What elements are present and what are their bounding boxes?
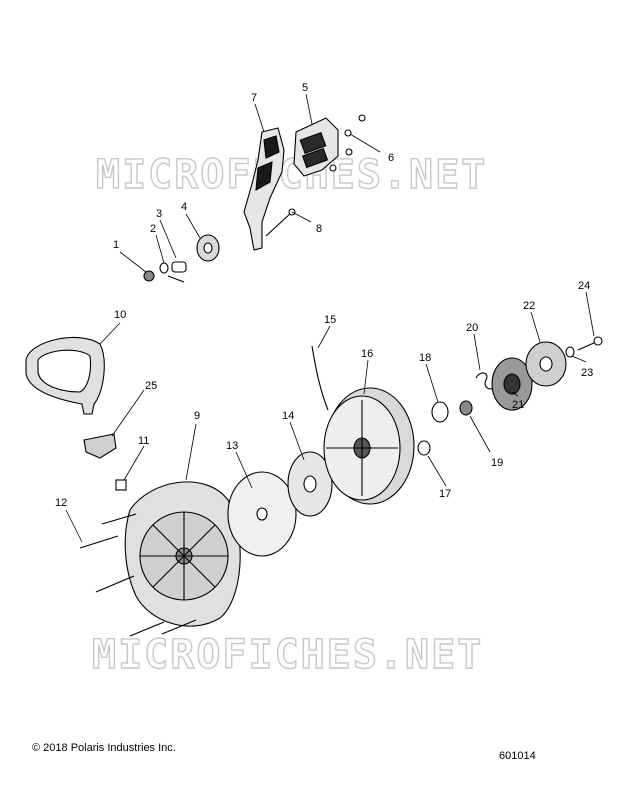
spring-14 bbox=[287, 451, 333, 517]
pin-8 bbox=[265, 208, 296, 237]
callout-15: 15 bbox=[324, 314, 336, 326]
leader-lines bbox=[65, 93, 595, 543]
bushing-11 bbox=[115, 479, 127, 491]
clip-17 bbox=[417, 440, 431, 456]
figure-number: 601014 bbox=[499, 750, 536, 762]
insert-25 bbox=[83, 433, 117, 459]
washer-23 bbox=[565, 346, 575, 358]
washer-18 bbox=[431, 401, 449, 423]
watermark-top: MICROFICHES.NET bbox=[96, 152, 487, 198]
callout-20: 20 bbox=[466, 322, 478, 334]
reel-16 bbox=[323, 387, 415, 505]
callout-1: 1 bbox=[113, 239, 119, 251]
bolts-6 bbox=[329, 114, 366, 172]
pulley-4 bbox=[196, 234, 220, 262]
rope-15 bbox=[311, 345, 329, 411]
washer-2 bbox=[159, 262, 169, 274]
handle-10 bbox=[25, 336, 105, 415]
ratchet-21 bbox=[491, 357, 533, 411]
cap-22 bbox=[525, 341, 567, 387]
disc-13 bbox=[227, 471, 297, 557]
callout-25: 25 bbox=[145, 380, 157, 392]
nut-1 bbox=[143, 270, 155, 282]
callout-18: 18 bbox=[419, 352, 431, 364]
bolts-12 bbox=[79, 513, 197, 637]
callout-17: 17 bbox=[439, 488, 451, 500]
callout-24: 24 bbox=[578, 280, 590, 292]
callout-3: 3 bbox=[156, 208, 162, 220]
callout-7: 7 bbox=[251, 92, 257, 104]
callout-13: 13 bbox=[226, 440, 238, 452]
cotter-pin bbox=[167, 275, 185, 283]
callout-6: 6 bbox=[388, 152, 394, 164]
callout-9: 9 bbox=[194, 410, 200, 422]
bolt-24 bbox=[577, 336, 603, 351]
bracket-7 bbox=[243, 127, 285, 251]
callout-11: 11 bbox=[138, 435, 149, 447]
callout-labels: 1 2 3 4 5 6 7 8 9 10 11 12 13 14 15 16 1… bbox=[55, 82, 593, 509]
callout-16: 16 bbox=[361, 348, 373, 360]
copyright-text: © 2018 Polaris Industries Inc. bbox=[32, 742, 176, 754]
callout-2: 2 bbox=[150, 223, 156, 235]
callout-12: 12 bbox=[55, 497, 67, 509]
callout-14: 14 bbox=[282, 410, 294, 422]
plate-5 bbox=[293, 117, 339, 177]
callout-4: 4 bbox=[181, 201, 187, 213]
spacer-3 bbox=[171, 261, 187, 273]
spring-20 bbox=[475, 372, 495, 390]
callout-21: 21 bbox=[512, 399, 524, 411]
callout-10: 10 bbox=[114, 309, 126, 321]
callout-23: 23 bbox=[581, 367, 593, 379]
housing-9 bbox=[124, 481, 241, 627]
callout-19: 19 bbox=[491, 457, 503, 469]
washer-19 bbox=[459, 400, 473, 416]
callout-5: 5 bbox=[302, 82, 308, 94]
callout-22: 22 bbox=[523, 300, 535, 312]
watermark-bottom: MICROFICHES.NET bbox=[92, 632, 483, 678]
callout-8: 8 bbox=[316, 223, 322, 235]
